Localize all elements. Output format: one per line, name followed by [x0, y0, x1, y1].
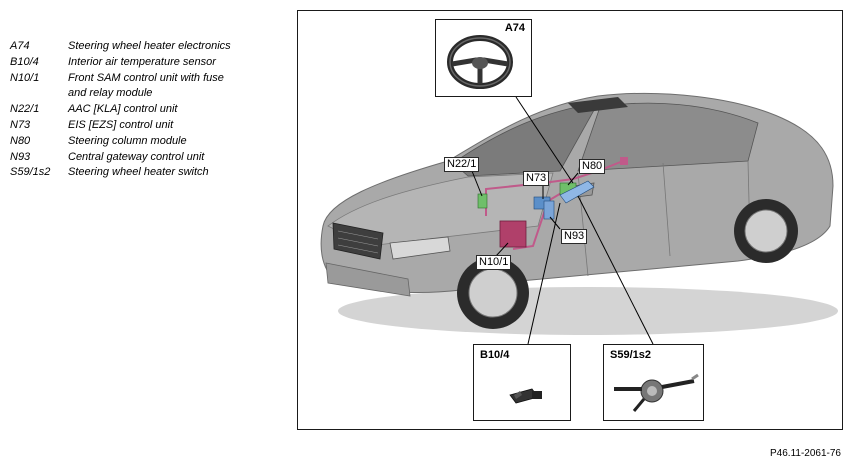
front-grille	[332, 222, 384, 260]
legend-description: and relay module	[68, 87, 153, 100]
legend-code: S59/1s2	[10, 166, 51, 179]
legend-row: N10/1 Front SAM control unit with fuse	[10, 71, 290, 87]
legend-row: N22/1 AAC [KLA] control unit	[10, 102, 290, 118]
leader-b10-4	[527, 202, 561, 345]
headlight	[389, 236, 451, 260]
legend-description: Steering column module	[68, 134, 187, 147]
legend-row: and relay module	[10, 86, 290, 102]
legend-code	[10, 86, 68, 102]
figure-reference: P46.11-2061-76	[770, 448, 841, 459]
legend-code: N80	[10, 134, 31, 147]
legend-row: N80 Steering column module	[10, 134, 290, 150]
legend-description: Steering wheel heater switch	[68, 166, 209, 179]
tag-n93: N93	[561, 229, 588, 244]
tag-n10-1: N10/1	[476, 255, 512, 270]
n22-1-module	[477, 193, 488, 209]
legend-code: N22/1	[10, 103, 40, 116]
temperature-sensor-icon	[509, 388, 542, 404]
legend-code: N73	[10, 118, 31, 131]
legend-description: Steering wheel heater electronics	[68, 40, 231, 52]
front-bumper	[325, 262, 411, 297]
legend-row: B10/4 Interior air temperature sensor	[10, 55, 290, 71]
leader-n10-1	[495, 242, 509, 257]
front-rim	[468, 268, 518, 318]
steering-switch-icon	[614, 373, 699, 412]
vehicle-diagram-frame: A74 N22/1 N73 N80 N93 N10/1 B10/4 S59/1s…	[297, 10, 843, 430]
callout-s59-1s2: S59/1s2	[603, 344, 704, 421]
steering-wheel-icon	[447, 35, 513, 89]
leader-a74	[515, 96, 574, 184]
legend-code: N10/1	[10, 71, 40, 84]
tag-n22-1: N22/1	[444, 157, 480, 172]
legend-row: N73 EIS [EZS] control unit	[10, 118, 290, 134]
b10-4-sensor	[620, 157, 628, 165]
component-legend: A74 Steering wheel heater electronics B10…	[10, 39, 290, 181]
car-shadow	[338, 287, 838, 335]
sunroof	[568, 97, 628, 113]
legend-code: A74	[10, 40, 30, 52]
tag-n73: N73	[523, 171, 550, 186]
legend-row: S59/1s2 Steering wheel heater switch	[10, 165, 290, 181]
steering-column	[559, 180, 595, 204]
vehicle-diagram	[320, 92, 838, 345]
n93-module	[543, 200, 555, 220]
legend-code: B10/4	[10, 55, 39, 68]
grille-bars	[337, 230, 379, 254]
tag-n80: N80	[579, 159, 606, 174]
legend-description: EIS [EZS] control unit	[68, 118, 174, 131]
legend-code: N93	[10, 150, 31, 163]
callout-a74: A74	[435, 19, 532, 97]
rear-rim	[744, 209, 788, 253]
leader-n80	[567, 172, 579, 186]
legend-row: N93 Central gateway control unit	[10, 150, 290, 166]
legend-description: Front SAM control unit with fuse	[68, 71, 224, 84]
n10-1-module	[499, 220, 527, 248]
callout-label: B10/4	[480, 349, 510, 361]
callout-label: S59/1s2	[610, 349, 651, 361]
legend-row: A74 Steering wheel heater electronics	[10, 39, 290, 55]
legend-description: Interior air temperature sensor	[68, 55, 216, 68]
legend-description: AAC [KLA] control unit	[68, 103, 178, 116]
callout-b10-4: B10/4	[473, 344, 571, 421]
callout-label: A74	[504, 22, 525, 34]
legend-description: Central gateway control unit	[68, 150, 205, 163]
leader-s59-1s2	[577, 195, 654, 345]
